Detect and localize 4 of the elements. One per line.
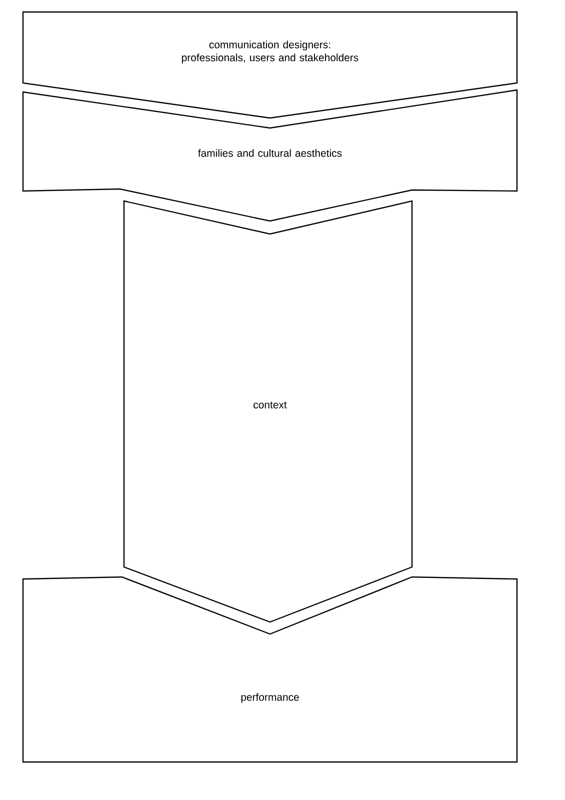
chevron-band: communication designers: professionals, users and stakeholders xyxy=(22,11,518,119)
chevron-band: performance xyxy=(22,576,518,763)
chevron-band: context xyxy=(123,200,413,623)
chevron-band: families and cultural aesthetics xyxy=(22,89,518,222)
